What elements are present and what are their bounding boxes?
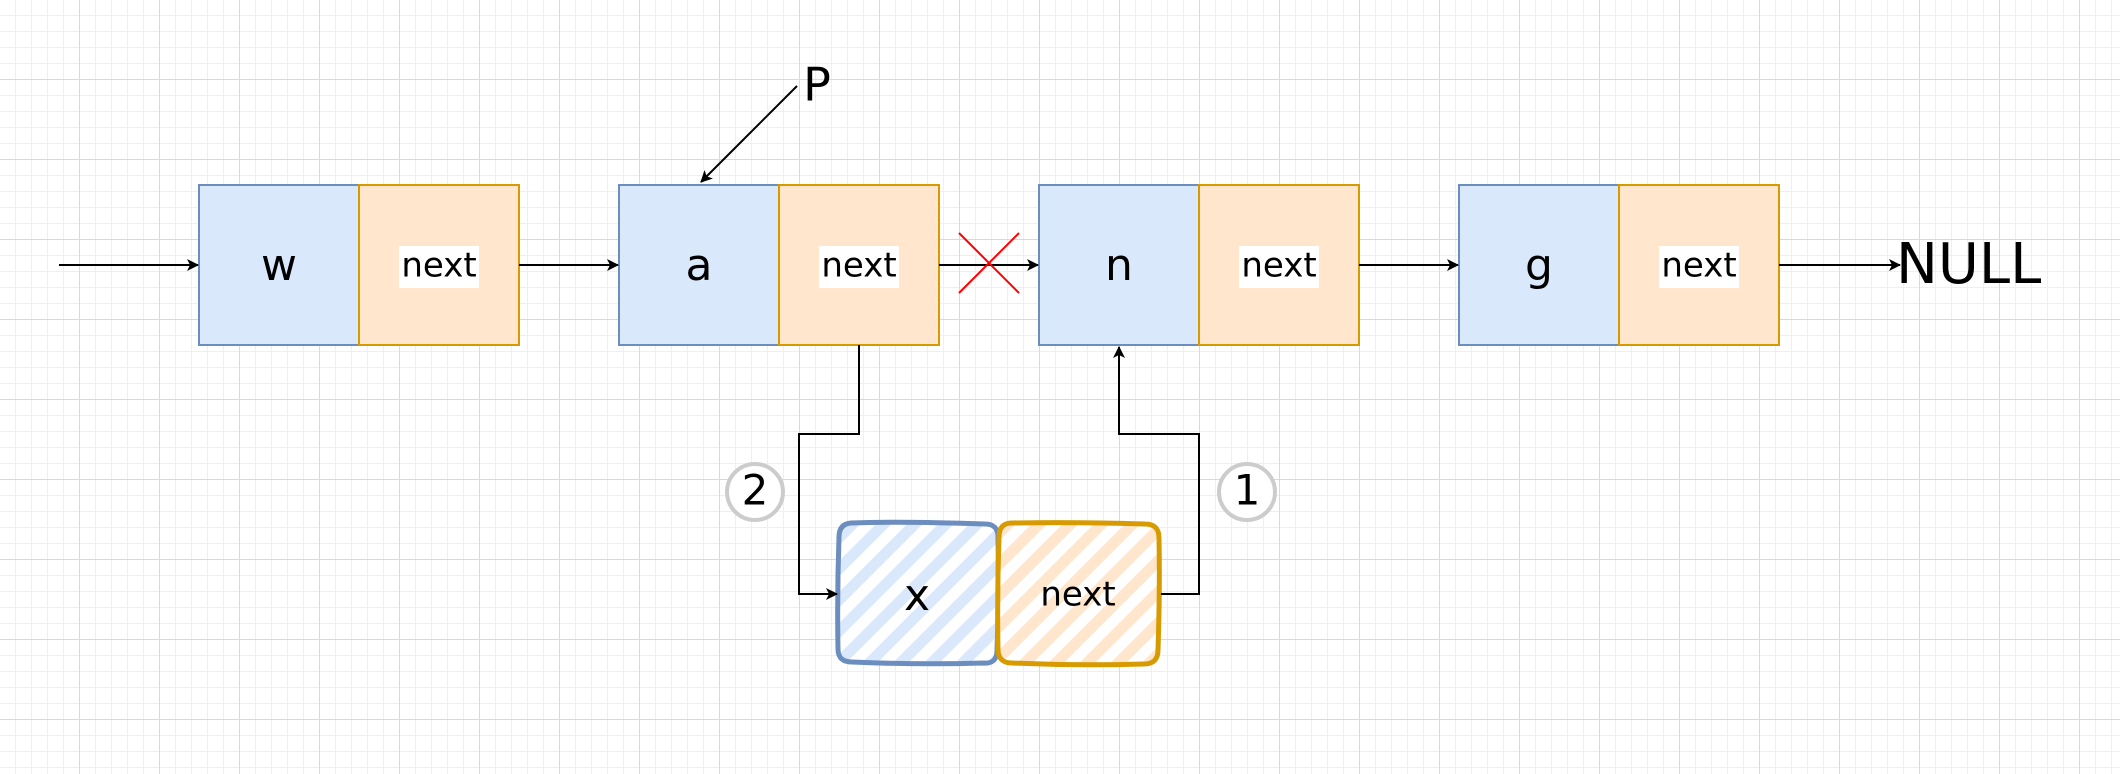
- step-number: 2: [742, 466, 769, 515]
- step-number: 1: [1234, 466, 1261, 515]
- next-label-background: [399, 246, 479, 288]
- null-label: NULL: [1896, 232, 2041, 297]
- new-node-value-text: x: [904, 570, 930, 621]
- node-value-cell: [618, 184, 780, 346]
- list-node-g: g next: [1458, 184, 1780, 346]
- cross-mark-icon: [958, 232, 1020, 294]
- list-node-a: a next: [618, 184, 940, 346]
- new-node-value-cell: [835, 519, 1001, 667]
- new-node-x: x next: [835, 519, 1162, 668]
- step-1-connector: [1113, 346, 1200, 595]
- new-node-next-cell: [995, 520, 1162, 668]
- node-next-text: next: [1661, 246, 1736, 286]
- node-next-text: next: [401, 246, 476, 286]
- step-badge-2: 2: [725, 462, 785, 522]
- list-node-w: w next: [198, 184, 520, 346]
- list-node-n: n next: [1038, 184, 1360, 346]
- node-value-text: g: [1525, 240, 1553, 291]
- new-node-next-text: next: [1040, 575, 1115, 615]
- pointer-label: P: [803, 58, 831, 112]
- node-next-text: next: [821, 246, 896, 286]
- next-label-background: [819, 246, 899, 288]
- next-label-background: [1239, 246, 1319, 288]
- node-value-text: w: [261, 240, 297, 291]
- node-value-text: n: [1105, 240, 1133, 291]
- node-next-text: next: [1241, 246, 1316, 286]
- pointer-arrow: [700, 85, 798, 183]
- node-value-cell: [198, 184, 360, 346]
- node-value-cell: [1038, 184, 1200, 346]
- node-value-cell: [1458, 184, 1620, 346]
- step-badge-1: 1: [1217, 462, 1277, 522]
- next-label-background: [1659, 246, 1739, 288]
- step-2-connector: [798, 345, 860, 600]
- node-value-text: a: [686, 240, 713, 291]
